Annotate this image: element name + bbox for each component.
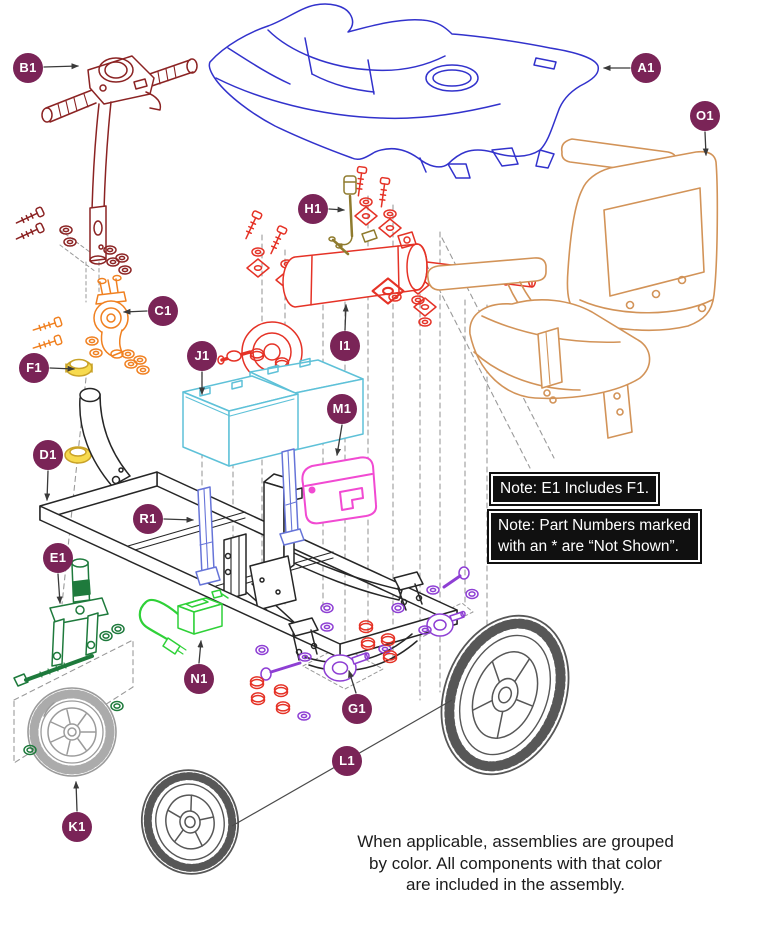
caption-line3: are included in the assembly. — [406, 875, 625, 894]
front-fork-e1-drawing — [13, 558, 125, 756]
bushing-f1-drawing — [64, 358, 93, 464]
callout-h1-badge: H1 — [298, 194, 328, 224]
callout-o1-badge: O1 — [690, 101, 720, 131]
color-grouping-caption: When applicable, assemblies are grouped … — [318, 831, 713, 896]
callout-n1-badge: N1 — [184, 664, 214, 694]
callout-a1-badge: A1 — [631, 53, 661, 83]
callout-e1-badge: E1 — [43, 543, 73, 573]
rear-wheel-right-l1-drawing — [440, 614, 570, 776]
callout-k1-badge: K1 — [62, 812, 92, 842]
body-shroud-a1-drawing — [208, 3, 600, 179]
seat-o1-drawing — [426, 138, 719, 439]
callout-j1-badge: J1 — [187, 341, 217, 371]
note-box-not-shown: Note: Part Numbers marked with an * are … — [487, 509, 702, 564]
controller-m1-drawing — [301, 456, 378, 525]
battery-straps-r1-drawing — [195, 448, 305, 586]
note-text-line2: with an * are “Not Shown”. — [498, 538, 679, 555]
tiller-assembly-b1-drawing — [13, 55, 198, 275]
callout-l1-badge: L1 — [332, 746, 362, 776]
bearing-housing-c1-drawing — [31, 274, 150, 375]
note-box-e1-includes-f1: Note: E1 Includes F1. — [489, 472, 661, 506]
note-text-line1: Note: Part Numbers marked — [498, 517, 691, 534]
rear-wheel-left-l1-drawing — [140, 769, 240, 875]
caption-line2: by color. All components with that color — [369, 853, 662, 873]
frame-neck-tube-drawing — [79, 387, 131, 487]
callout-i1-badge: I1 — [330, 331, 360, 361]
callout-arrows — [43, 63, 709, 812]
callout-m1-badge: M1 — [327, 394, 357, 424]
batteries-j1-drawing — [182, 357, 364, 467]
callout-d1-badge: D1 — [33, 440, 63, 470]
callout-c1-badge: C1 — [148, 296, 178, 326]
caption-line1: When applicable, assemblies are grouped — [357, 832, 674, 851]
callout-r1-badge: R1 — [133, 504, 163, 534]
battery-strap-h1-drawing — [328, 175, 378, 256]
note-text: Note: E1 Includes F1. — [493, 476, 657, 502]
freewheel-lever-n1-drawing — [138, 589, 229, 655]
front-wheel-k1-drawing — [27, 687, 117, 777]
anti-tip-wheels-g1-drawing — [255, 566, 479, 721]
callout-g1-badge: G1 — [342, 694, 372, 724]
callout-b1-badge: B1 — [13, 53, 43, 83]
callout-f1-badge: F1 — [19, 353, 49, 383]
